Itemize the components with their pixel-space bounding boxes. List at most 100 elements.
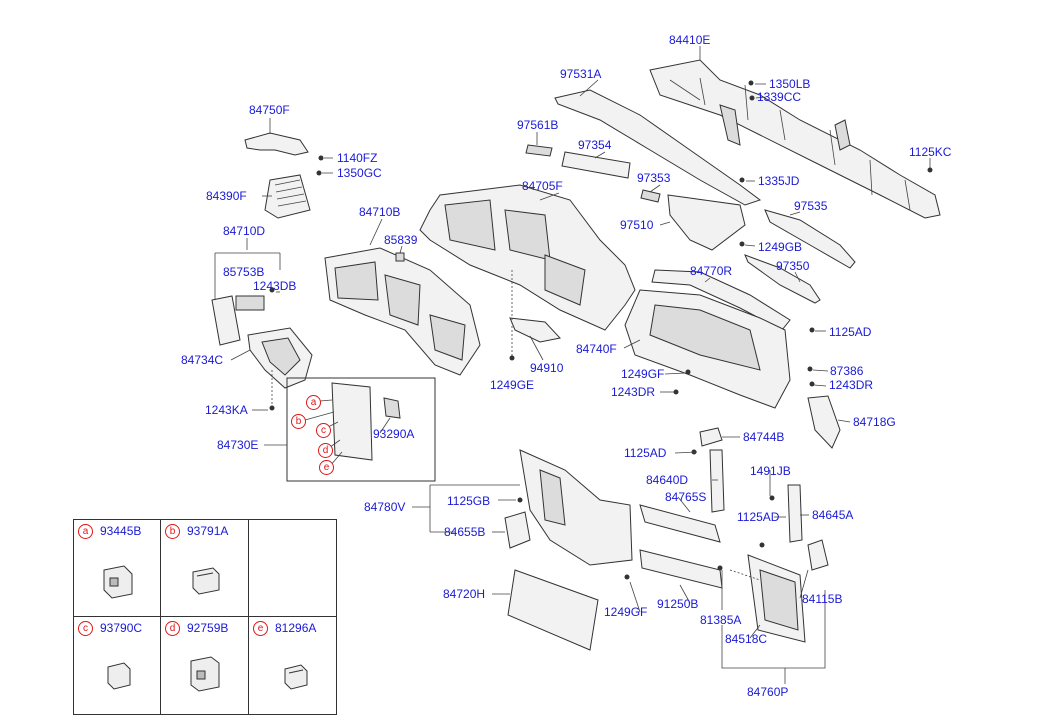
grille-84390F [264,174,311,219]
bracket-84640D [709,449,725,513]
label-1125KC: 1125KC [909,145,952,159]
label-97510: 97510 [620,218,654,232]
label-1249GF-a: 1249GF [621,367,665,381]
label-1243DB: 1243DB [253,279,297,293]
legend-part-d: 92759B [187,621,229,635]
bracket-84645A [787,484,803,543]
label-91250B: 91250B [657,597,699,611]
switch-93290A [383,397,401,419]
label-84734C: 84734C [181,353,224,367]
legend-letter-e: e [253,621,268,636]
cover-84115B [807,539,829,571]
label-84645A: 84645A [812,508,854,522]
legend-letter-a: a [78,524,93,539]
label-97561B: 97561B [517,118,559,132]
rail-84765S [639,504,721,543]
center-facia-box [286,377,436,482]
cowl-cross-bar [649,59,941,219]
label-1335JD: 1335JD [758,174,800,188]
label-84730E: 84730E [217,438,259,452]
legend-cell-c: c 93790C [74,617,161,714]
label-97353: 97353 [637,171,671,185]
label-1125GB: 1125GB [447,494,491,508]
label-1140FZ: 1140FZ [337,151,378,165]
label-87386: 87386 [830,364,864,378]
switch-panel [211,295,241,346]
label-85839: 85839 [384,233,418,247]
bracket-94910 [509,317,561,343]
callout-b: b [291,414,306,429]
rail-91250B [639,549,723,589]
label-84390F: 84390F [206,189,247,203]
label-1350GC: 1350GC [337,166,382,180]
label-84765S: 84765S [665,490,707,504]
legend-part-c: 93790C [100,621,143,635]
center-duct [667,194,746,251]
legend-letter-b: b [165,524,180,539]
steering-cover-upper [244,132,309,156]
center-facia [331,382,373,461]
label-97535: 97535 [794,199,828,213]
label-97354: 97354 [578,138,612,152]
label-93290A: 93290A [373,427,415,441]
label-84115B: 84115B [802,592,843,606]
label-84744B: 84744B [743,430,785,444]
label-1350LB: 1350LB [769,77,811,91]
label-84518C: 84518C [725,632,768,646]
label-97531A: 97531A [560,67,602,81]
label-1125AD-a: 1125AD [829,325,872,339]
label-1249GF-b: 1249GF [604,605,648,619]
bracket-84744B [699,427,723,447]
legend-part-e: 81296A [275,621,317,635]
legend-cell-empty [249,520,336,617]
label-84760P: 84760P [747,685,789,699]
label-84710B: 84710B [359,205,401,219]
switch-c-icon [107,662,131,690]
side-duct [764,209,856,269]
label-85753B: 85753B [223,265,265,279]
label-94910: 94910 [530,361,564,375]
label-1125AD-c: 1125AD [737,510,780,524]
side-cover-84718G [807,395,841,449]
leader-lines [214,46,931,684]
label-1243KA: 1243KA [205,403,248,417]
switch-a-icon [103,565,133,599]
module-85753B [235,295,265,311]
callout-e: e [319,460,334,475]
switch-b-icon [192,567,220,595]
label-84740F: 84740F [576,342,617,356]
crash-pad [419,184,636,331]
label-84655B: 84655B [444,525,486,539]
label-84720H: 84720H [443,587,486,601]
callout-d: d [318,443,333,458]
legend-letter-c: c [78,621,93,636]
grille-part [525,144,553,157]
label-1243DR-b: 1243DR [611,385,656,399]
label-1249GB: 1249GB [758,240,803,254]
switch-e-icon [284,664,308,690]
center-lower-84780V [519,449,633,566]
clip-part [395,252,405,262]
legend-part-b: 93791A [187,524,229,538]
label-1125AD-b: 1125AD [624,446,667,460]
label-84770R: 84770R [690,264,733,278]
label-84750F: 84750F [249,103,290,117]
legend-cell-e: e 81296A [249,617,336,714]
defroster-duct [554,89,762,206]
label-84410E: 84410E [669,33,711,47]
legend-cell-b: b 93791A [161,520,249,617]
switch-d-icon [190,656,220,692]
lower-duct [744,254,821,304]
label-1243DR-a: 1243DR [829,378,874,392]
legend-part-a: 93445B [100,524,142,538]
legend-cell-a: a 93445B [74,520,161,617]
plate-84720H [507,569,599,651]
label-81385A: 81385A [700,613,742,627]
label-84705F: 84705F [522,179,563,193]
vent-part [640,189,661,203]
fasteners [269,80,933,580]
label-1339CC: 1339CC [757,90,802,104]
